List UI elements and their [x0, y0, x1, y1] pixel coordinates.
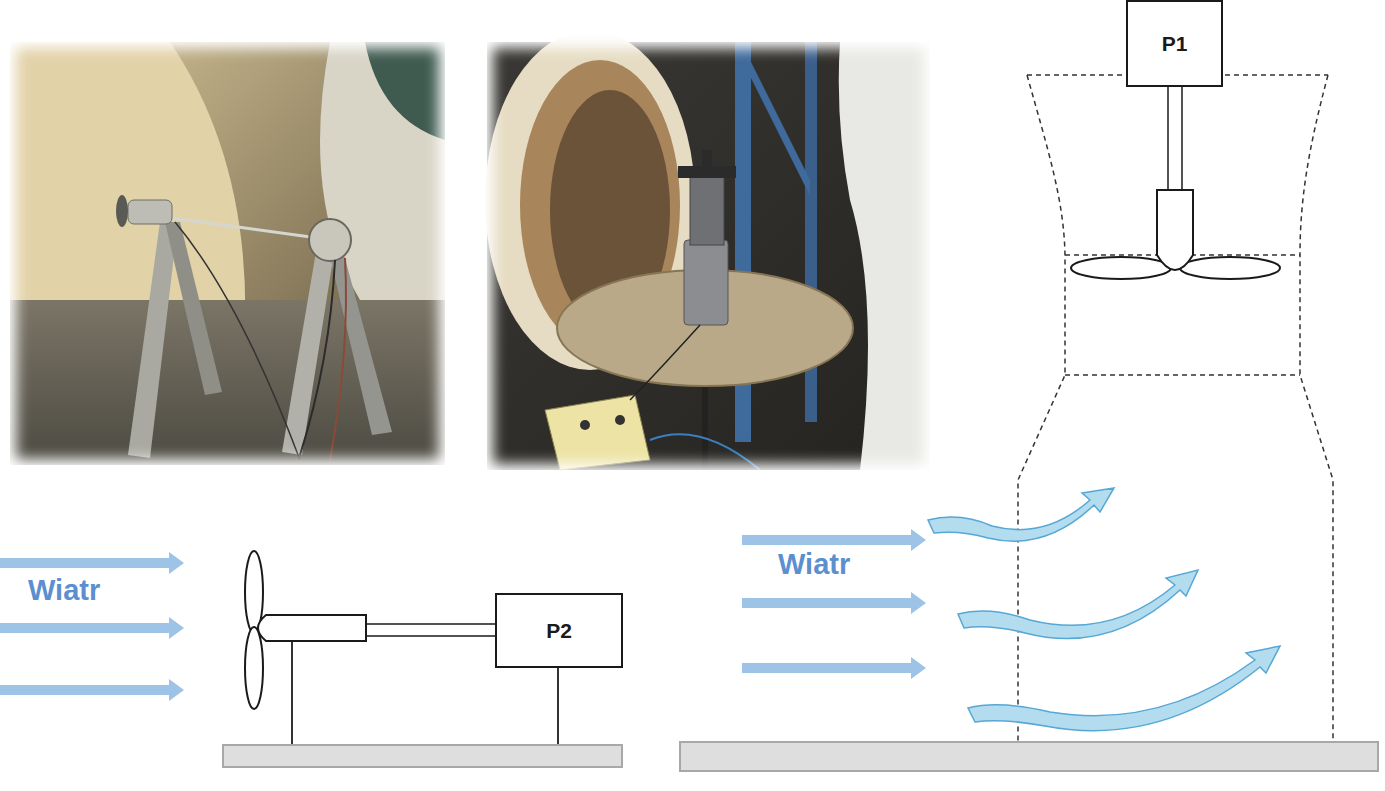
photo-background [10, 42, 445, 465]
component-box: P1 [1126, 0, 1223, 87]
box-label: P1 [1162, 32, 1188, 56]
tunnel-inside [365, 42, 445, 140]
nacelle [258, 615, 366, 641]
cable [300, 260, 335, 455]
flow-streamline [968, 646, 1280, 731]
ground-base [680, 742, 1378, 771]
table-leg [702, 380, 708, 470]
measuring-device [545, 395, 650, 470]
device-knob [580, 420, 590, 430]
stand-leg [326, 240, 392, 435]
shaft [366, 635, 495, 637]
device-knob [615, 415, 625, 425]
box-label: P2 [546, 619, 572, 643]
tunnel-wall [10, 42, 245, 330]
tunnel-outlet [839, 42, 930, 470]
cable [630, 325, 700, 400]
wind-arrow [0, 617, 184, 639]
wind-arrow [0, 679, 184, 701]
shaft [1167, 87, 1169, 190]
generator [309, 219, 351, 261]
rotor-blade [1071, 257, 1171, 279]
flow-streamline [958, 570, 1198, 639]
cable [330, 258, 346, 460]
shaft [1181, 87, 1183, 190]
photo-left [10, 42, 445, 465]
wind-arrow [0, 552, 184, 574]
support-post [557, 667, 559, 745]
support-post [291, 641, 293, 745]
cable [175, 222, 300, 460]
duct-outline [1300, 75, 1333, 742]
ground-base [223, 745, 622, 767]
wind-label: Wiatr [778, 548, 850, 581]
shaft [366, 623, 495, 625]
wind-arrow [742, 657, 926, 679]
bracket [702, 150, 712, 168]
nacelle [128, 200, 172, 224]
stand-leg [128, 222, 178, 458]
duct-model [684, 240, 728, 325]
frame-beam [750, 60, 810, 196]
wind-arrow [742, 529, 926, 551]
wind-label: Wiatr [28, 574, 100, 607]
component-box: P2 [495, 593, 623, 668]
photo-middle [485, 30, 930, 470]
rotor-blade [245, 627, 263, 709]
duct-model [690, 175, 724, 245]
rotor [116, 195, 128, 227]
photo-background [487, 42, 930, 470]
nacelle [1157, 190, 1193, 270]
stand-leg [282, 240, 336, 455]
wind-arrow [742, 592, 926, 614]
stand-leg [165, 222, 222, 395]
photo-floor [10, 300, 445, 465]
duct-section [1065, 374, 1300, 376]
rotor-blade [1180, 257, 1280, 279]
cable [650, 434, 760, 470]
duct-outline [1018, 75, 1065, 742]
flow-streamline [928, 488, 1114, 541]
